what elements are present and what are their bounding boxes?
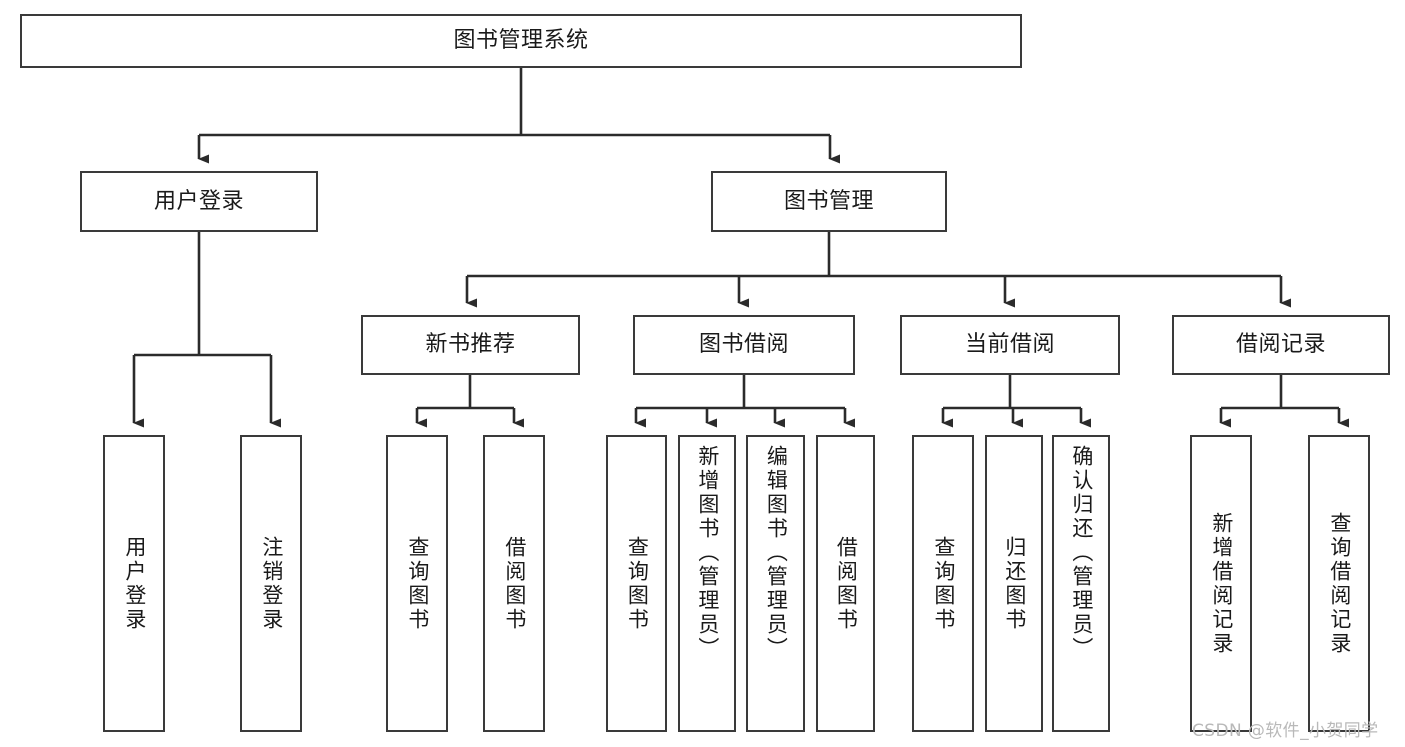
node-label: 查询图书 [931, 535, 956, 632]
node-leaf-11[interactable]: 新增借阅记录 [1190, 435, 1252, 732]
node-level3-2[interactable]: 当前借阅 [900, 315, 1120, 375]
node-label: 图书管理系统 [453, 28, 589, 54]
node-level3-3[interactable]: 借阅记录 [1172, 315, 1390, 375]
node-label: 编辑图书（管理员） [764, 445, 789, 661]
node-leaf-2[interactable]: 查询图书 [386, 435, 448, 732]
node-leaf-0[interactable]: 用户登录 [103, 435, 165, 732]
node-label: 新书推荐 [425, 332, 516, 358]
node-label: 查询图书 [625, 535, 650, 632]
node-label: 新增图书（管理员） [695, 445, 720, 661]
node-label: 当前借阅 [964, 332, 1055, 358]
node-leaf-1[interactable]: 注销登录 [240, 435, 302, 732]
node-level3-0[interactable]: 新书推荐 [361, 315, 580, 375]
node-level3-1[interactable]: 图书借阅 [633, 315, 855, 375]
node-leaf-6[interactable]: 编辑图书（管理员） [746, 435, 805, 732]
node-leaf-10[interactable]: 确认归还（管理员） [1052, 435, 1110, 732]
node-label: 确认归还（管理员） [1069, 445, 1094, 661]
node-root[interactable]: 图书管理系统 [20, 14, 1022, 68]
node-leaf-8[interactable]: 查询图书 [912, 435, 974, 732]
node-label: 借阅图书 [502, 535, 527, 632]
node-level2-0[interactable]: 用户登录 [80, 171, 318, 232]
node-level2-1[interactable]: 图书管理 [711, 171, 947, 232]
node-label: 用户登录 [122, 535, 147, 632]
node-label: 用户登录 [153, 188, 244, 214]
node-leaf-9[interactable]: 归还图书 [985, 435, 1043, 732]
node-leaf-4[interactable]: 查询图书 [606, 435, 667, 732]
node-label: 查询借阅记录 [1327, 511, 1352, 656]
node-leaf-5[interactable]: 新增图书（管理员） [678, 435, 736, 732]
node-leaf-12[interactable]: 查询借阅记录 [1308, 435, 1370, 732]
node-label: 查询图书 [405, 535, 430, 632]
node-leaf-3[interactable]: 借阅图书 [483, 435, 545, 732]
node-label: 归还图书 [1002, 535, 1027, 632]
node-leaf-7[interactable]: 借阅图书 [816, 435, 875, 732]
node-label: 图书借阅 [698, 332, 789, 358]
node-label: 图书管理 [783, 188, 874, 214]
node-label: 借阅记录 [1235, 332, 1326, 358]
node-label: 注销登录 [259, 535, 284, 632]
csdn-watermark: CSDN @软件_小贺同学 [1192, 721, 1379, 741]
node-label: 新增借阅记录 [1209, 511, 1234, 656]
node-label: 借阅图书 [834, 535, 859, 632]
